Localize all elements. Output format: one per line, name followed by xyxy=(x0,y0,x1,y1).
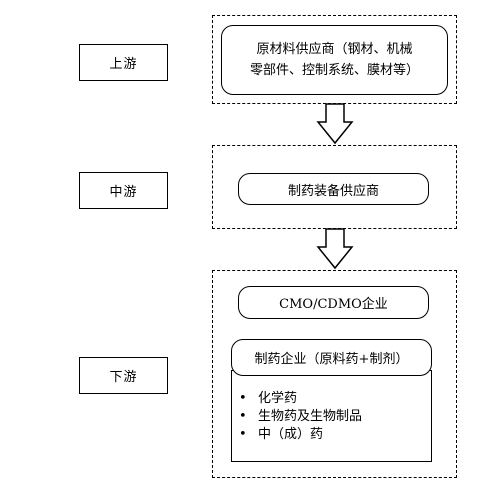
raw-material-supplier-box: 原材料供应商（钢材、机械 零部件、控制系统、膜材等） xyxy=(221,25,448,95)
bullet-icon: • xyxy=(239,427,247,442)
bullet-icon: • xyxy=(239,409,247,424)
pharma-enterprise-box: 制药企业（原料药+制剂） xyxy=(231,339,432,376)
cmo-cdmo-text: CMO/CDMO企业 xyxy=(279,297,388,312)
down-arrow-icon xyxy=(316,103,354,145)
raw-material-supplier-line1: 原材料供应商（钢材、机械 xyxy=(256,42,413,57)
stage-label-downstream: 下游 xyxy=(79,357,168,394)
list-item-text: 生物药及生物制品 xyxy=(258,409,363,424)
stage-label-midstream: 中游 xyxy=(79,172,168,209)
list-item: • 中（成）药 xyxy=(236,426,426,444)
bullet-icon: • xyxy=(239,391,247,406)
list-item-text: 中（成）药 xyxy=(258,427,324,442)
pharma-enterprise-text: 制药企业（原料药+制剂） xyxy=(254,352,409,367)
list-item-text: 化学药 xyxy=(258,391,298,406)
list-item: • 化学药 xyxy=(236,390,426,408)
raw-material-supplier-line2: 零部件、控制系统、膜材等） xyxy=(249,63,419,78)
pharma-equipment-supplier-text: 制药装备供应商 xyxy=(287,183,379,199)
list-item: • 生物药及生物制品 xyxy=(236,408,426,426)
drug-category-list-box xyxy=(231,370,432,462)
drug-category-list: • 化学药 • 生物药及生物制品 • 中（成）药 xyxy=(236,390,426,444)
stage-label-upstream-text: 上游 xyxy=(109,57,138,72)
down-arrow-icon xyxy=(316,228,354,270)
pharma-equipment-supplier-box: 制药装备供应商 xyxy=(238,173,429,205)
stage-label-midstream-text: 中游 xyxy=(109,185,138,200)
downstream-group-frame xyxy=(212,270,457,478)
cmo-cdmo-box: CMO/CDMO企业 xyxy=(238,286,429,319)
stage-label-downstream-text: 下游 xyxy=(109,370,138,385)
stage-label-upstream: 上游 xyxy=(79,44,168,81)
